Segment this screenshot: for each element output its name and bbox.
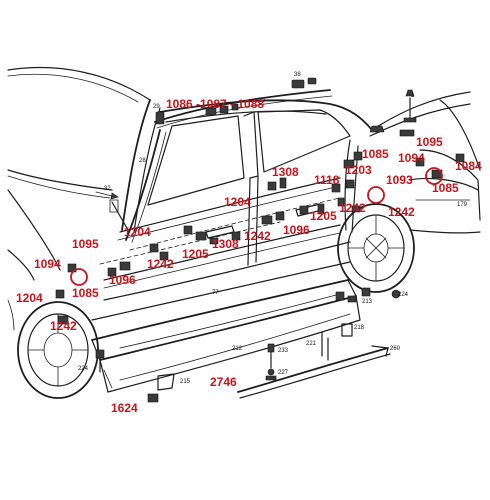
part-label: 1096 [283,223,310,237]
part-label: 1095 [72,237,99,251]
ref-number: 1 [411,93,415,99]
ref-number: 218 [354,325,365,331]
ref-number: 260 [390,346,401,352]
ref-number: 38 [294,72,301,78]
part-label: 1624 [111,401,138,415]
rear-quarter-clip [369,125,415,137]
lower-fasteners [95,287,401,403]
part-label: 1205 [182,247,209,261]
part-label: 1308 [212,237,239,251]
highlight-circle-1085-right [425,167,443,185]
ref-number: 77 [212,290,219,296]
roof-clip-29 [155,111,165,125]
rear-top-pin-1 [403,89,417,123]
callout-arrows [95,187,119,200]
rocker-panel [91,279,361,393]
part-label: 1086 -1087 - 1088 [166,97,264,111]
part-label: 1242 [388,205,415,219]
part-label: 1308 [272,165,299,179]
part-label: 1085 [72,286,99,300]
ref-number: 215 [180,379,191,385]
rear-wheel [337,203,415,293]
ref-number: 233 [278,348,289,354]
part-label: 1084 [455,159,482,173]
part-label: 1242 [147,257,174,271]
roof-clip-group [205,103,239,116]
part-label: 1204 [224,195,251,209]
ref-number: 224 [398,292,409,298]
highlight-circle-1085-front [70,268,88,286]
reference-numbers: 38 29 20 28 32 1 179 77 212 233 227 221 … [78,72,468,385]
highlight-circle-1085-rear [367,186,385,204]
part-label: 1242 [339,201,366,215]
part-label: 1204 [16,291,43,305]
part-number-labels: 1086 -1087 - 1088 1095 1084 1085 1094 12… [16,97,482,415]
roof-moulding-strip [109,89,333,243]
part-label: 1204 [124,225,151,239]
part-label: 1094 [34,257,61,271]
part-label: 1205 [310,209,337,223]
ref-number: 213 [362,299,373,305]
ref-number: 212 [232,346,243,352]
part-label: 1085 [362,147,389,161]
part-label: 2746 [210,375,237,389]
ref-number: 20 [258,98,265,104]
part-label: 1096 [109,273,136,287]
ref-number: 28 [139,158,146,164]
part-label: 1203 [345,163,372,177]
ref-number: 227 [278,370,289,376]
part-label: 1094 [398,151,425,165]
ref-number: 224 [78,366,89,372]
part-label: 1118 [314,173,340,187]
part-label: 1242 [50,319,77,333]
ref-number: 179 [457,202,468,208]
part-label: 1093 [386,173,413,187]
roof-clip-38 [291,77,317,89]
part-label: 1085 [432,181,459,195]
ref-number: 32 [104,186,111,192]
part-label: 1095 [416,135,443,149]
part-label: 1242 [244,229,271,243]
door-clips [55,151,465,325]
ref-number: 29 [153,104,160,110]
ref-number: 221 [306,341,317,347]
